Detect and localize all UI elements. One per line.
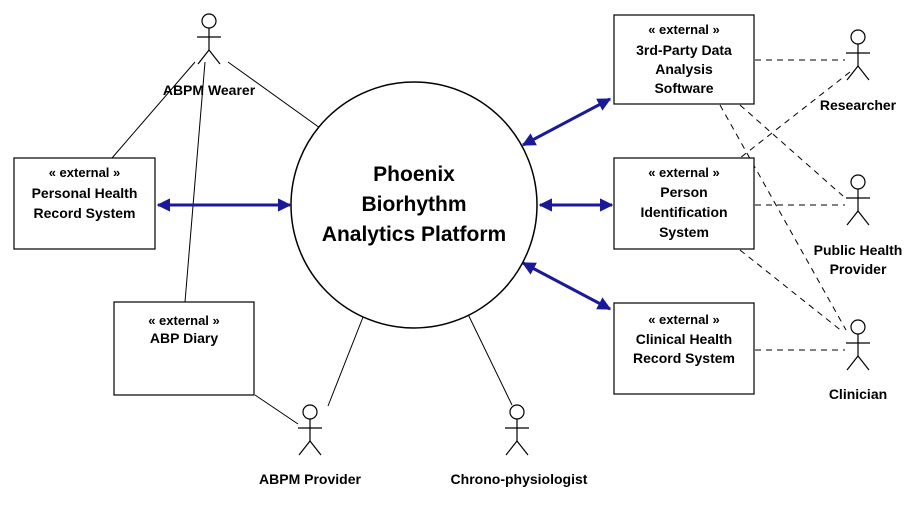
dep-personid-clinician bbox=[739, 249, 844, 333]
stereotype-label: « external » bbox=[648, 22, 720, 37]
actor-clinician-icon bbox=[846, 319, 870, 371]
external-clinical: « external » Clinical Health Record Syst… bbox=[613, 302, 755, 395]
external-third-party: « external » 3rd-Party Data Analysis Sof… bbox=[613, 14, 755, 105]
actor-abpm-wearer-label: ABPM Wearer bbox=[163, 82, 256, 98]
person-id-line-2: Identification bbox=[640, 204, 727, 220]
system-node: Phoenix Biorhythm Analytics Platform bbox=[290, 81, 538, 329]
system-name-line-3: Analytics Platform bbox=[322, 223, 506, 246]
person-id-line-1: Person bbox=[660, 184, 707, 200]
flow-system-thirdparty bbox=[521, 97, 612, 147]
external-abp-diary: « external » ABP Diary bbox=[113, 301, 255, 396]
actor-researcher-icon bbox=[846, 29, 870, 81]
actor-public-health-label-2: Provider bbox=[830, 261, 887, 277]
flow-system-clinical bbox=[521, 261, 612, 311]
system-circle bbox=[290, 81, 538, 329]
actor-abpm-wearer-icon bbox=[197, 13, 221, 65]
actor-researcher-label: Researcher bbox=[820, 97, 897, 113]
associations bbox=[111, 61, 513, 425]
actor-chrono-label: Chrono-physiologist bbox=[451, 471, 588, 487]
assoc-wearer-phr bbox=[111, 61, 196, 159]
dep-thirdparty-clinician bbox=[719, 104, 847, 331]
assoc-wearer-diary bbox=[184, 61, 206, 303]
stereotype-label: « external » bbox=[49, 165, 121, 180]
system-name-line-2: Biorhythm bbox=[362, 193, 467, 216]
abp-diary-line-1: ABP Diary bbox=[150, 330, 218, 346]
assoc-diary-provider bbox=[254, 394, 299, 425]
external-person-id: « external » Person Identification Syste… bbox=[613, 157, 755, 250]
actor-chrono-icon bbox=[505, 404, 529, 456]
actor-public-health-label-1: Public Health bbox=[814, 242, 903, 258]
actor-public-health-icon bbox=[846, 174, 870, 226]
clinical-line-1: Clinical Health bbox=[636, 331, 732, 347]
actor-abpm-provider-icon bbox=[298, 404, 322, 456]
system-name-line-1: Phoenix bbox=[373, 163, 455, 186]
stereotype-label: « external » bbox=[148, 313, 220, 328]
person-id-line-3: System bbox=[659, 224, 709, 240]
stereotype-label: « external » bbox=[648, 165, 720, 180]
actor-clinician-label: Clinician bbox=[829, 386, 887, 402]
phr-line-1: Personal Health bbox=[32, 185, 138, 201]
dep-thirdparty-public bbox=[739, 104, 844, 197]
dep-researcher-personid bbox=[739, 71, 851, 159]
assoc-provider-system bbox=[327, 311, 366, 407]
actor-abpm-provider-label: ABPM Provider bbox=[259, 471, 361, 487]
third-party-line-1: 3rd-Party Data bbox=[636, 42, 732, 58]
assoc-chrono-system bbox=[464, 307, 513, 406]
assoc-wearer-system bbox=[227, 61, 321, 129]
dependencies bbox=[719, 59, 851, 351]
third-party-line-3: Software bbox=[654, 80, 713, 96]
third-party-line-2: Analysis bbox=[655, 61, 713, 77]
phr-line-2: Record System bbox=[34, 205, 136, 221]
external-phr: « external » Personal Health Record Syst… bbox=[13, 157, 156, 250]
stereotype-label: « external » bbox=[648, 312, 720, 327]
clinical-line-2: Record System bbox=[633, 350, 735, 366]
data-flows bbox=[156, 97, 614, 311]
